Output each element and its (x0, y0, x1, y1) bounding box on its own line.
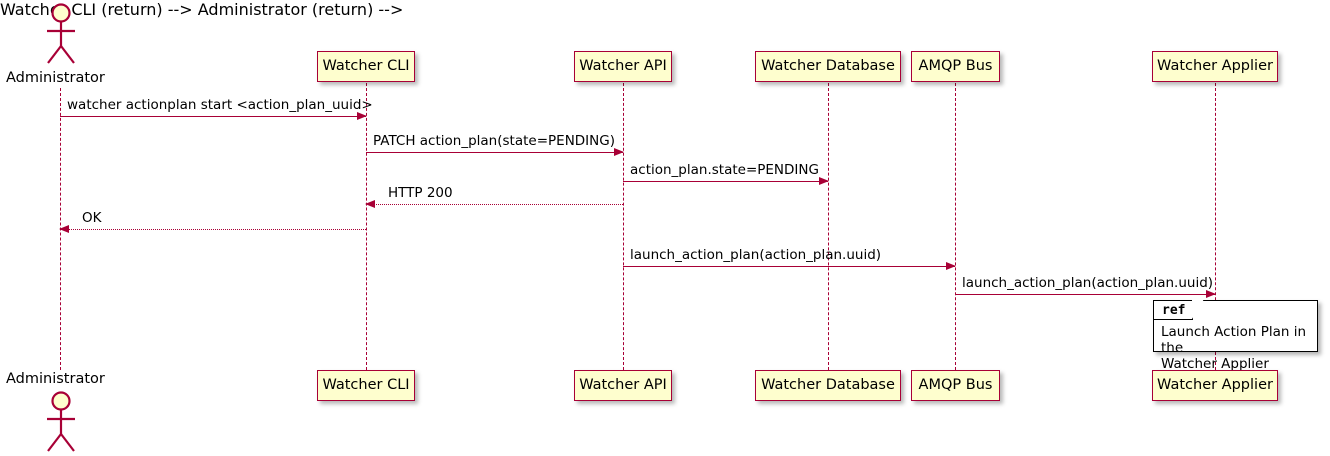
ref-fragment-operator-label: ref (1162, 302, 1186, 318)
message-line (366, 152, 623, 153)
message-line (955, 294, 1215, 295)
participant-label-watcher-cli-top: Watcher CLI (322, 58, 410, 75)
participant-watcher-applier-top[interactable]: Watcher Applier (1152, 51, 1278, 82)
message-label: OK (82, 209, 102, 226)
ref-fragment-text-line-1: Launch Action Plan in the (1161, 324, 1307, 356)
arrowhead-right-icon (819, 176, 829, 185)
arrowhead-right-icon (357, 111, 367, 120)
participant-watcher-api-bottom[interactable]: Watcher API (574, 370, 672, 401)
message-line (623, 181, 828, 182)
participant-amqp-bus-top[interactable]: AMQP Bus (911, 51, 1000, 82)
arrowhead-right-icon (614, 147, 624, 156)
message-label: PATCH action_plan(state=PENDING) (373, 132, 615, 149)
ref-fragment-text-line-2: Watcher Applier (1161, 356, 1269, 372)
participant-watcher-cli-bottom[interactable]: Watcher CLI (317, 370, 415, 401)
message-label: watcher actionplan start <action_plan_uu… (67, 96, 373, 113)
participant-amqp-bus-bottom[interactable]: AMQP Bus (911, 370, 1000, 401)
lifeline-watcher-api (623, 83, 624, 370)
lifeline-watcher-applier (1215, 83, 1216, 370)
participant-label-watcher-database-bottom: Watcher Database (761, 377, 895, 394)
message-line (60, 116, 366, 117)
actor-administrator-bottom (38, 390, 84, 454)
message-label: launch_action_plan(action_plan.uuid) (962, 274, 1214, 291)
participant-label-watcher-database-top: Watcher Database (761, 58, 895, 75)
actor-label-administrator-top: Administrator (6, 70, 105, 86)
participant-label-watcher-api-top: Watcher API (579, 58, 667, 75)
participant-label-amqp-bus-top: AMQP Bus (918, 58, 993, 75)
arrowhead-right-icon (1206, 289, 1216, 298)
participant-label-watcher-api-bottom: Watcher API (579, 377, 667, 394)
message-label: HTTP 200 (388, 184, 453, 201)
lifeline-watcher-database (828, 83, 829, 370)
message-line (623, 266, 955, 267)
participant-label-watcher-applier-top: Watcher Applier (1157, 58, 1273, 75)
message-line (60, 229, 366, 230)
participant-watcher-database-top[interactable]: Watcher Database (755, 51, 901, 82)
message-label: launch_action_plan(action_plan.uuid) (630, 246, 882, 263)
message-label: action_plan.state=PENDING (630, 161, 819, 178)
ref-fragment-launch-action-plan[interactable]: ref Launch Action Plan in the Watcher Ap… (1153, 299, 1318, 372)
participant-watcher-cli-top[interactable]: Watcher CLI (317, 51, 415, 82)
lifeline-watcher-cli (366, 83, 367, 370)
participant-watcher-database-bottom[interactable]: Watcher Database (755, 370, 901, 401)
participant-label-watcher-applier-bottom: Watcher Applier (1157, 377, 1273, 394)
arrowhead-left-icon (59, 224, 69, 233)
message-line (366, 204, 623, 205)
arrowhead-right-icon (946, 261, 956, 270)
stick-figure-icon (47, 3, 75, 64)
ref-fragment-operator-tab: ref (1154, 299, 1206, 320)
participant-label-amqp-bus-bottom: AMQP Bus (918, 377, 993, 394)
stick-figure-icon (47, 391, 75, 452)
ref-fragment-text: Launch Action Plan in the Watcher Applie… (1161, 324, 1311, 372)
lifeline-amqp-bus (955, 83, 956, 370)
participant-watcher-applier-bottom[interactable]: Watcher Applier (1152, 370, 1278, 401)
participant-watcher-api-top[interactable]: Watcher API (574, 51, 672, 82)
actor-administrator-top (38, 2, 84, 66)
actor-label-administrator-bottom: Administrator (6, 371, 105, 387)
arrowhead-left-icon (365, 199, 375, 208)
participant-label-watcher-cli-bottom: Watcher CLI (322, 377, 410, 394)
